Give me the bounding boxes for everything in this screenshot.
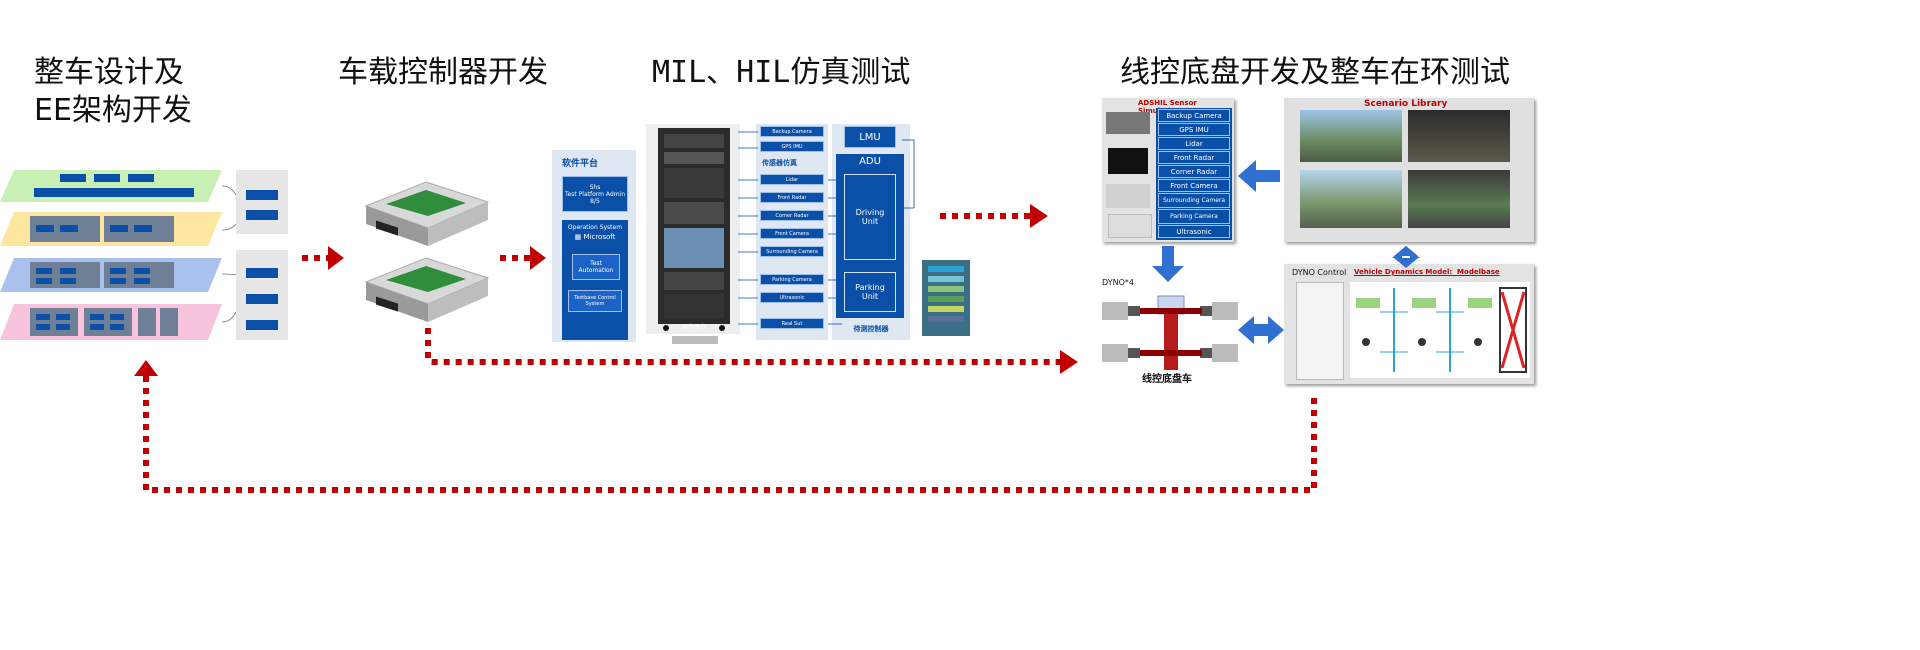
adshil-gps-imu: GPS IMU [1158, 123, 1230, 136]
vehicle-model-title: Vehicle Dynamics Model: Modelbase [1354, 268, 1500, 276]
adshil-parking-camera: Parking Camera [1158, 209, 1230, 224]
scenario-image-4 [1408, 170, 1510, 228]
legend-item [928, 276, 964, 282]
adshil-sensor-list: Backup Camera GPS IMU Lidar Front Radar … [1156, 108, 1232, 240]
adshil-lidar: Lidar [1158, 137, 1230, 150]
ecu-image-top [356, 176, 496, 260]
scenario-image-2 [1408, 110, 1510, 162]
dyno-control-panel: DYNO Control Vehicle Dynamics Model: Mod… [1284, 264, 1534, 384]
hil-rack: 硬件平台 [646, 124, 740, 334]
stage-title-line2: EE架构开发 [34, 93, 192, 128]
adshil-corner-radar: Corner Radar [1158, 165, 1230, 178]
os-label: Operation System [567, 224, 623, 231]
software-platform-panel: 软件平台 Shs Test Platform Admin 8/5 Operati… [552, 150, 636, 342]
software-platform-label: 软件平台 [562, 159, 599, 169]
microsoft-label: ▦ Microsoft [562, 231, 628, 241]
vehicle-model-brand: Modelbase [1457, 268, 1500, 276]
dyno-label: DYNO*4 [1102, 278, 1134, 287]
scenario-library-title: Scenario Library [1364, 99, 1448, 109]
monitor-image [1108, 148, 1148, 174]
legend-item [928, 286, 964, 292]
hil-connectors [738, 128, 938, 352]
sensor-front-camera: Front Camera [760, 228, 824, 239]
hardware-platform-label: 硬件平台 [681, 324, 706, 331]
stage-title-mil-hil: MIL、HIL仿真测试 [652, 55, 911, 90]
adu-box: ADU Driving Unit Parking Unit [836, 154, 904, 318]
sensor-surrounding-camera: Surrounding Camera [760, 246, 824, 257]
legend-item [928, 266, 964, 272]
windows-icon: ▦ [574, 233, 582, 241]
adshil-ultrasonic: Ultrasonic [1158, 225, 1230, 238]
adshil-backup-camera: Backup Camera [1158, 109, 1230, 122]
stage-title-chassis: 线控底盘开发及整车在环测试 [1120, 55, 1510, 90]
stage-title-vehicle-design: 整车设计及 EE架构开发 [34, 54, 192, 130]
rack-base [672, 336, 718, 344]
ee-architecture-diagram [0, 168, 300, 348]
scenario-image-3 [1300, 170, 1402, 228]
scenario-library-panel: Scenario Library [1284, 98, 1534, 242]
dyno-control-cabinet [1296, 282, 1344, 380]
ecu-image-bottom [356, 252, 496, 336]
control-system-box: Testbase Control System [568, 290, 622, 312]
legend-item [928, 306, 964, 312]
sensor-lidar: Lidar [760, 174, 824, 185]
sensor-corner-radar: Corner Radar [760, 210, 824, 221]
adu-label: ADU [859, 156, 881, 167]
sensor-hardware-image [1106, 112, 1150, 134]
scenario-image-1 [1300, 110, 1402, 162]
test-platform-box: Shs Test Platform Admin 8/5 [562, 176, 628, 212]
sensor-gps-imu: GPS IMU [760, 141, 824, 152]
driving-unit-box: Driving Unit [844, 174, 896, 260]
lmu-box: LMU [844, 126, 896, 148]
vehicle-model-label: Vehicle Dynamics Model: [1354, 268, 1453, 276]
legend-item [928, 296, 964, 302]
stage-title-line1: 整车设计及 [34, 55, 184, 90]
device-image-2 [1108, 214, 1152, 238]
dyno-control-title: DYNO Control [1292, 268, 1347, 277]
hil-legend-panel [922, 260, 970, 336]
sensor-sim-panel: Backup Camera GPS IMU 传感器仿真 Lidar Front … [756, 124, 828, 340]
sensor-ultrasonic: Ultrasonic [760, 292, 824, 303]
microsoft-text: Microsoft [583, 233, 616, 241]
sensor-sim-label: 传感器仿真 [762, 159, 797, 167]
sensor-backup-camera: Backup Camera [760, 126, 824, 137]
sensor-parking-camera: Parking Camera [760, 274, 824, 285]
adshil-surrounding-camera: Surrounding Camera [1158, 193, 1230, 208]
chassis-label: 线控底盘车 [1142, 374, 1192, 385]
parking-unit-box: Parking Unit [844, 272, 896, 312]
vehicle-dynamics-diagram [1350, 282, 1530, 378]
adshil-front-radar: Front Radar [1158, 151, 1230, 164]
sensor-front-radar: Front Radar [760, 192, 824, 203]
legend-item [928, 316, 964, 322]
dyno-chassis: DYNO*4 线控底盘车 [1102, 278, 1242, 388]
os-box: Operation System ▦ Microsoft Test Automa… [562, 220, 628, 340]
adu-panel: LMU ADU Driving Unit Parking Unit 待测控制器 [832, 124, 910, 340]
automation-box: Test Automation [572, 254, 620, 280]
adshil-front-camera: Front Camera [1158, 179, 1230, 192]
adshil-panel: ADSHIL Sensor Simulation Backup Camera G… [1102, 98, 1234, 242]
stage-title-ecu-dev: 车载控制器开发 [338, 55, 548, 90]
device-image [1106, 184, 1150, 208]
